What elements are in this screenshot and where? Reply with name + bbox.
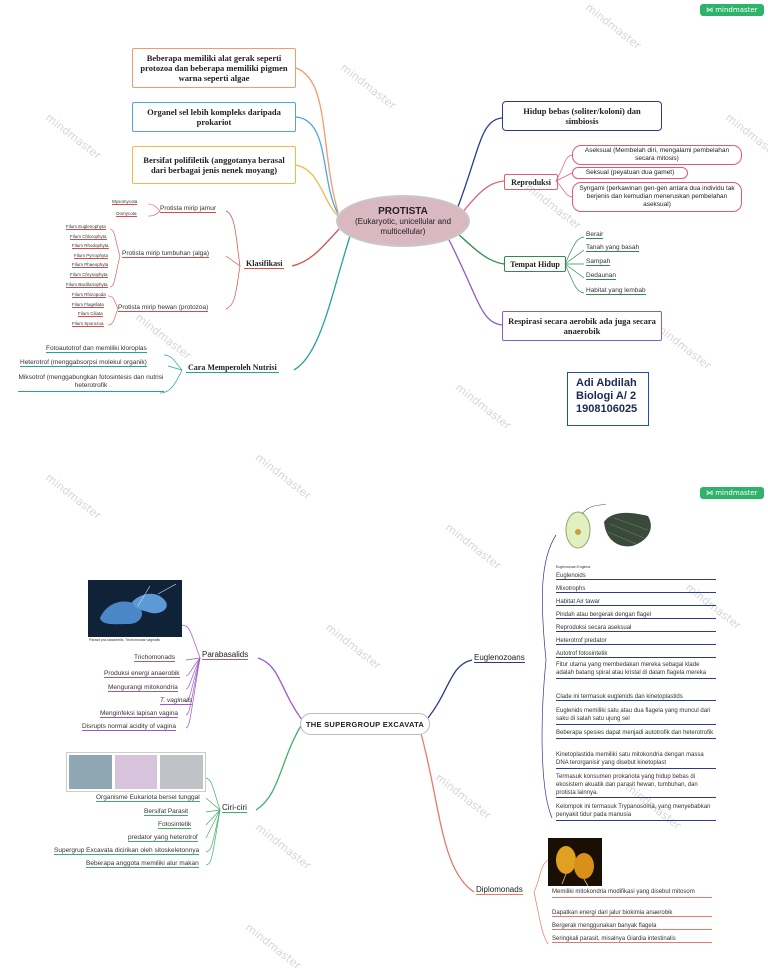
leaf-tanah-basah[interactable]: Tanah yang basah xyxy=(586,244,640,252)
mindmaster-badge: ⋈ mindmaster xyxy=(700,487,764,499)
leaf-heterotrof-predator[interactable]: Heterotrof predator xyxy=(556,638,716,645)
leaf-bersifat-parasit[interactable]: Bersifat Parasit xyxy=(144,808,189,816)
topic-euglenozoans[interactable]: Euglenozoans xyxy=(474,653,525,663)
subtopic-protista-tumbuhan[interactable]: Protista mirip tumbuhan (alga) xyxy=(122,250,210,258)
leaf-rhodophyta[interactable]: Filum Rhodophyta xyxy=(72,243,109,249)
author-nim: 1908106025 xyxy=(576,403,638,416)
mindmaster-badge: ⋈ mindmaster xyxy=(700,4,764,16)
leaf-reproduksi-syngami[interactable]: Syngami (perkawinan gen-gen antara dua i… xyxy=(572,182,742,212)
leaf-phaeophyta[interactable]: Filum Phaeophyta xyxy=(72,262,109,268)
leaf-habitat-air-tawar[interactable]: Habitat Air tawar xyxy=(556,599,716,606)
leaf-myxomycota[interactable]: Myxomycota xyxy=(112,199,138,205)
leaf-bacillariophyta[interactable]: Filum Bacillariophyta xyxy=(66,282,108,288)
leaf-heterotrof[interactable]: Heterotrof (menggabsorpsi molekul organi… xyxy=(20,359,147,367)
brand-label: mindmaster xyxy=(715,489,758,497)
brand-logo-icon: ⋈ xyxy=(706,6,716,14)
leaf-oomycota[interactable]: Oomycota xyxy=(116,211,137,217)
leaf-energi-anaerobik[interactable]: Dapatkan energi dari jalur biokimia anae… xyxy=(552,910,712,917)
leaf-sitoskeleton[interactable]: Supergrup Excavata dicirikan oleh sitosk… xyxy=(54,847,200,855)
leaf-euglenoids[interactable]: Euglenoids xyxy=(556,573,716,580)
leaf-euglenids-flagela[interactable]: Euglenids memiliki satu atau dua flagela… xyxy=(556,708,716,725)
leaf-dedaunan[interactable]: Dedaunan xyxy=(586,272,616,280)
leaf-berair[interactable]: Berair xyxy=(586,231,604,239)
leaf-autotrofik-heterotrofik[interactable]: Beberapa spesies dapat menjadi autotrofi… xyxy=(556,730,716,739)
topic-alat-gerak[interactable]: Beberapa memiliki alat gerak seperti pro… xyxy=(132,48,296,88)
trichomonas-cells-icon xyxy=(100,583,177,625)
leaf-reproduksi-aseksual-e[interactable]: Reproduksi secara aseksual xyxy=(556,625,716,632)
topic-tempat-hidup[interactable]: Tempat Hidup xyxy=(504,256,566,272)
author-name: Adi Abdilah xyxy=(576,377,637,389)
leaf-mengurangi-mitokondria[interactable]: Mengurangi mitokondria xyxy=(108,684,178,692)
micrograph-3 xyxy=(160,755,204,789)
central-topic-title: PROTISTA xyxy=(378,206,428,218)
leaf-disrupts-acidity[interactable]: Disrupts normal acidity of vagina xyxy=(82,723,176,731)
leaf-fotoautotrof[interactable]: Fotoautotrof dan memiliki kloroplas xyxy=(46,345,147,353)
central-topic-excavata[interactable]: THE SUPERGROUP EXCAVATA xyxy=(300,713,430,735)
leaf-chrysophyta[interactable]: Filum Chrysophyta xyxy=(70,272,108,278)
author-card: Adi Abdilah Biologi A/ 2 1908106025 xyxy=(567,372,649,426)
leaf-ciliata[interactable]: Filum Ciliata xyxy=(78,311,103,317)
giardia-figure xyxy=(548,838,602,887)
topic-ciri-ciri[interactable]: Ciri-ciri xyxy=(222,803,247,813)
central-topic-protista[interactable]: PROTISTA (Eukaryotic, unicellular and mu… xyxy=(336,195,470,247)
leaf-trypanosoma[interactable]: Kelompok ini termasuk Trypanosoma, yang … xyxy=(556,804,716,821)
leaf-euglenophyta[interactable]: Filum Euglenophyta xyxy=(66,224,106,230)
euglena-figure: Euglenozoan Euglena xyxy=(556,502,660,569)
leaf-chlorophyta[interactable]: Filum Chlorophyta xyxy=(70,234,107,240)
ciri-figures xyxy=(66,752,206,792)
leaf-sporozoa[interactable]: Filum Sporozoa xyxy=(72,321,104,327)
central-topic-subtitle: (Eukaryotic, unicellular and multicellul… xyxy=(354,217,452,236)
leaf-konsumen-prokariota[interactable]: Termasuk konsumen prokariota yang hidup … xyxy=(556,774,716,799)
topic-parabasalids[interactable]: Parabasalids xyxy=(202,650,249,660)
leaf-habitat-lembab[interactable]: Habitat yang lembab xyxy=(586,287,646,295)
figure-caption: Euglenozoan Euglena xyxy=(556,565,591,569)
leaf-mixotrophs[interactable]: Mixotrophs xyxy=(556,586,716,593)
giardia-cells-icon xyxy=(556,846,594,887)
topic-cara-memperoleh-nutrisi[interactable]: Cara Memperoleh Nutrisi xyxy=(186,363,279,373)
figure-caption: Parasit pra-siasamblis, Trichomonas vagi… xyxy=(88,637,182,648)
leaf-menginfeksi[interactable]: Menginfeksi lapisan vagina xyxy=(100,710,179,718)
brand-label: mindmaster xyxy=(715,6,758,14)
micrograph-1 xyxy=(69,755,112,789)
leaf-bergerak-flagel[interactable]: Pindah atau bergerak dengan flagel xyxy=(556,612,716,619)
topic-diplomonads[interactable]: Diplomonads xyxy=(476,885,523,895)
leaf-clade-euglenids[interactable]: Clade ini termasuk euglenids dan kinetop… xyxy=(556,694,716,701)
leaf-t-vaginalis[interactable]: T. vaginalis xyxy=(160,697,193,705)
leaf-mitosom[interactable]: Memiliki mitokondria modifikasi yang dis… xyxy=(552,889,712,898)
leaf-sampah[interactable]: Sampah xyxy=(586,258,611,266)
author-class: Biologi A/ 2 xyxy=(576,390,637,403)
topic-respirasi[interactable]: Respirasi secara aerobik ada juga secara… xyxy=(502,311,662,341)
euglena-cell-icon xyxy=(565,503,651,549)
leaf-fotosintetik[interactable]: Fotosintetik xyxy=(158,821,192,829)
leaf-miksotrof[interactable]: Miksotrof (menggabungkan fotosintesis da… xyxy=(18,374,164,392)
leaf-reproduksi-aseksual[interactable]: Aseksual (Membelah diri, mengalami pembe… xyxy=(572,145,742,165)
leaf-banyak-flagela[interactable]: Bergerak menggunakan banyak flagela xyxy=(552,923,712,930)
leaf-flagellata[interactable]: Filum Flagellata xyxy=(72,302,104,308)
leaf-eukariota-bersel-tunggal[interactable]: Organisme Eukariota bersel tunggal xyxy=(96,794,200,802)
leaf-autotrof-fotosintetik[interactable]: Autotrof fotosintetik xyxy=(556,651,716,658)
leaf-pyrrophyta[interactable]: Filum Pyrrophyta xyxy=(74,253,109,259)
leaf-giardia[interactable]: Seringkali parasit, misalnya Giardia int… xyxy=(552,936,712,943)
leaf-rhizopoda[interactable]: Filum Rhizopoda xyxy=(72,292,106,298)
topic-reproduksi[interactable]: Reproduksi xyxy=(504,174,558,190)
leaf-fitur-utama[interactable]: Fitur utama yang membedakan mereka sebag… xyxy=(556,662,716,679)
topic-klasifikasi[interactable]: Klasifikasi xyxy=(244,259,285,269)
trichomonas-figure: Parasit pra-siasamblis, Trichomonas vagi… xyxy=(88,580,182,648)
micrograph-2 xyxy=(114,755,158,789)
topic-polifiletik[interactable]: Bersifat polifiletik (anggotanya berasal… xyxy=(132,146,296,184)
leaf-alur-makan[interactable]: Beberapa anggota memiliki alur makan xyxy=(86,860,199,868)
leaf-reproduksi-seksual[interactable]: Seksual (peyatuan dua gamet) xyxy=(572,167,688,179)
leaf-predator-heterotrof[interactable]: predator yang heterotrof xyxy=(128,834,198,842)
topic-organel-sel[interactable]: Organel sel lebih kompleks daripada prok… xyxy=(132,102,296,132)
leaf-produksi-energi[interactable]: Produksi energi anaerobik xyxy=(104,670,180,678)
leaf-kinetoplastida[interactable]: Kinetoplastida memiliki satu mitokondria… xyxy=(556,752,716,769)
leaf-trichomonads[interactable]: Trichomonads xyxy=(134,654,175,662)
subtopic-protista-hewan[interactable]: Protista mirip hewan (protozoa) xyxy=(118,304,209,312)
subtopic-protista-jamur[interactable]: Protista mirip jamur xyxy=(160,205,216,213)
brand-logo-icon: ⋈ xyxy=(706,489,716,497)
topic-hidup-bebas[interactable]: Hidup bebas (soliter/koloni) dan simbios… xyxy=(502,101,662,131)
